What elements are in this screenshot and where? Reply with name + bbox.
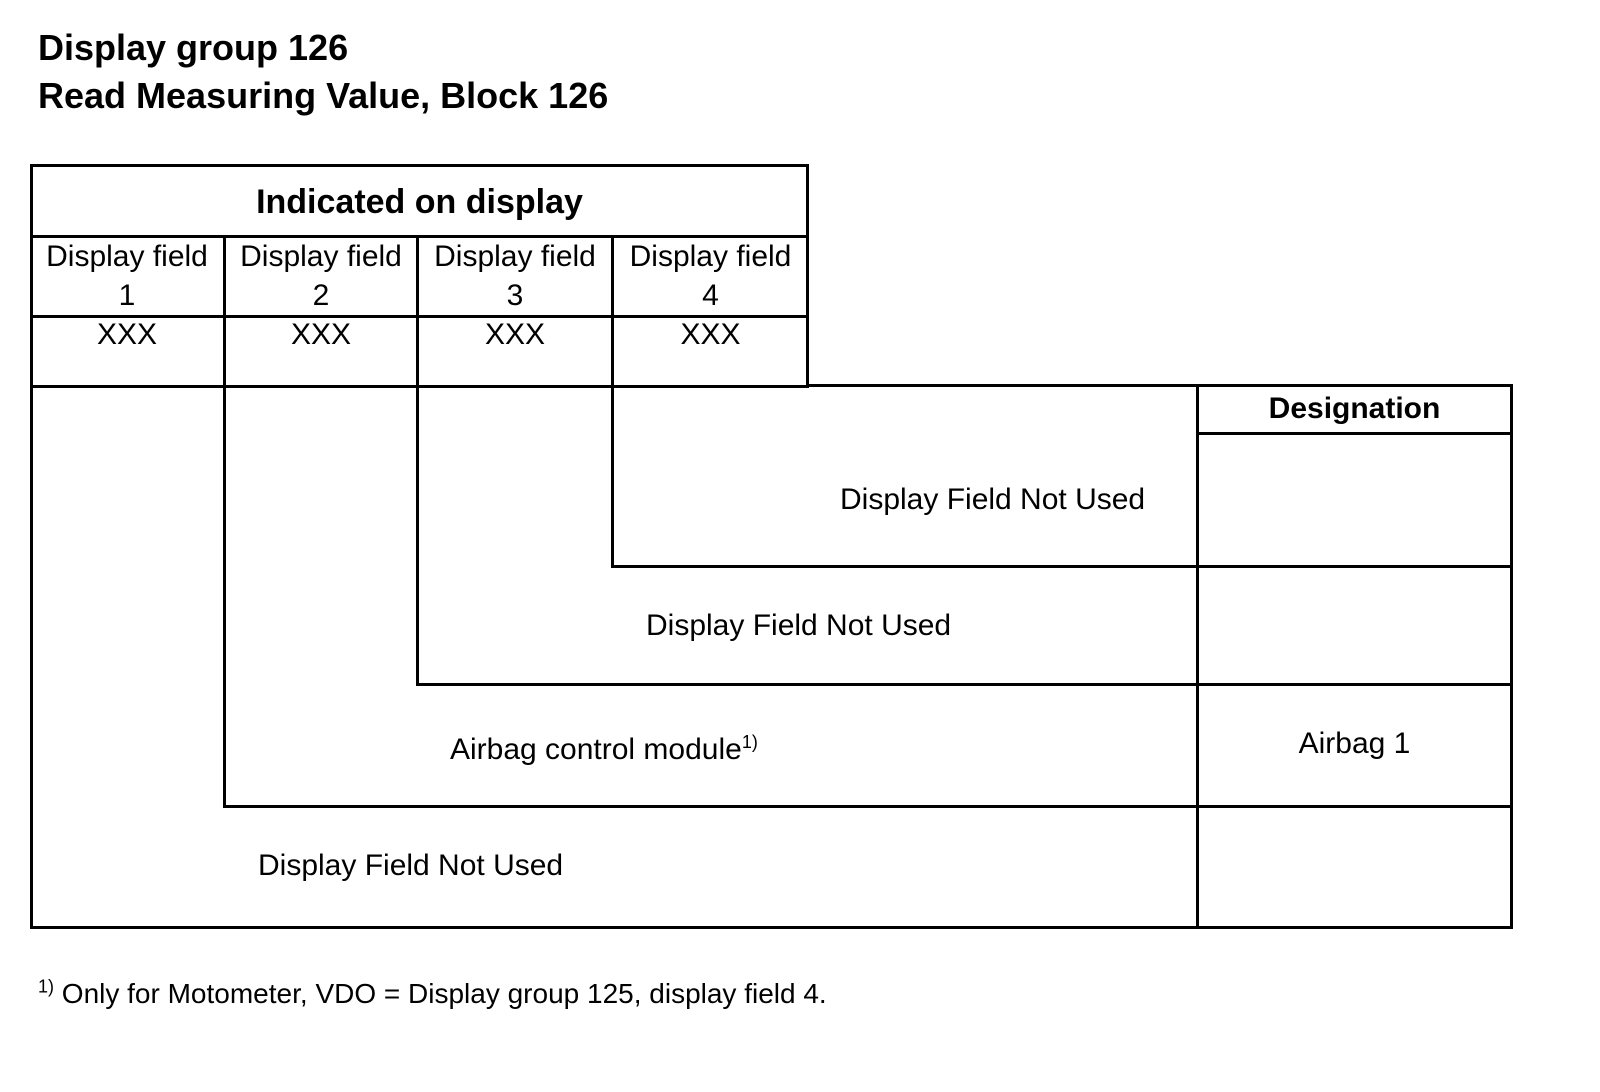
field-1-label: Display field 1 <box>46 240 208 312</box>
field-1-value: XXX <box>96 318 158 351</box>
outer-right-border <box>1510 384 1513 929</box>
footnote-mark: 1) <box>741 732 758 752</box>
field-4-value: XXX <box>680 318 741 351</box>
header-divider <box>30 235 809 238</box>
field-2-value: XXX <box>290 318 352 351</box>
footnote: 1) Only for Motometer, VDO = Display gro… <box>38 976 827 1009</box>
column-divider-2-3 <box>416 236 419 686</box>
designation-header: Designation <box>1268 392 1441 425</box>
outer-left-border <box>30 164 33 929</box>
designation-column-divider <box>1196 384 1199 929</box>
row-1-divider <box>611 565 1513 568</box>
step-top-border <box>806 384 1513 387</box>
column-divider-3-4 <box>611 236 614 568</box>
indicated-on-display-header: Indicated on display <box>256 183 583 221</box>
row-3-designation: Airbag 1 <box>1298 727 1411 760</box>
field-2-label: Display field 2 <box>240 240 402 312</box>
field-3-label: Display field 3 <box>434 240 596 312</box>
row-2-divider <box>416 683 1513 686</box>
row-1-description: Display Field Not Used <box>840 483 1146 516</box>
row-3-divider <box>223 805 1513 808</box>
column-divider-1-2 <box>223 236 226 808</box>
page-title: Display group 126 <box>38 27 349 68</box>
row-3-description: Airbag control module1) <box>450 732 758 766</box>
row-4-description: Display Field Not Used <box>258 849 564 882</box>
outer-bottom-border <box>30 926 1513 929</box>
field-4-label: Display field 4 <box>629 240 792 312</box>
row-2-description: Display Field Not Used <box>646 609 952 642</box>
field-3-value: XXX <box>484 318 546 351</box>
designation-header-divider <box>1196 432 1513 435</box>
field-label-divider <box>30 315 809 318</box>
page-subtitle: Read Measuring Value, Block 126 <box>38 75 609 116</box>
